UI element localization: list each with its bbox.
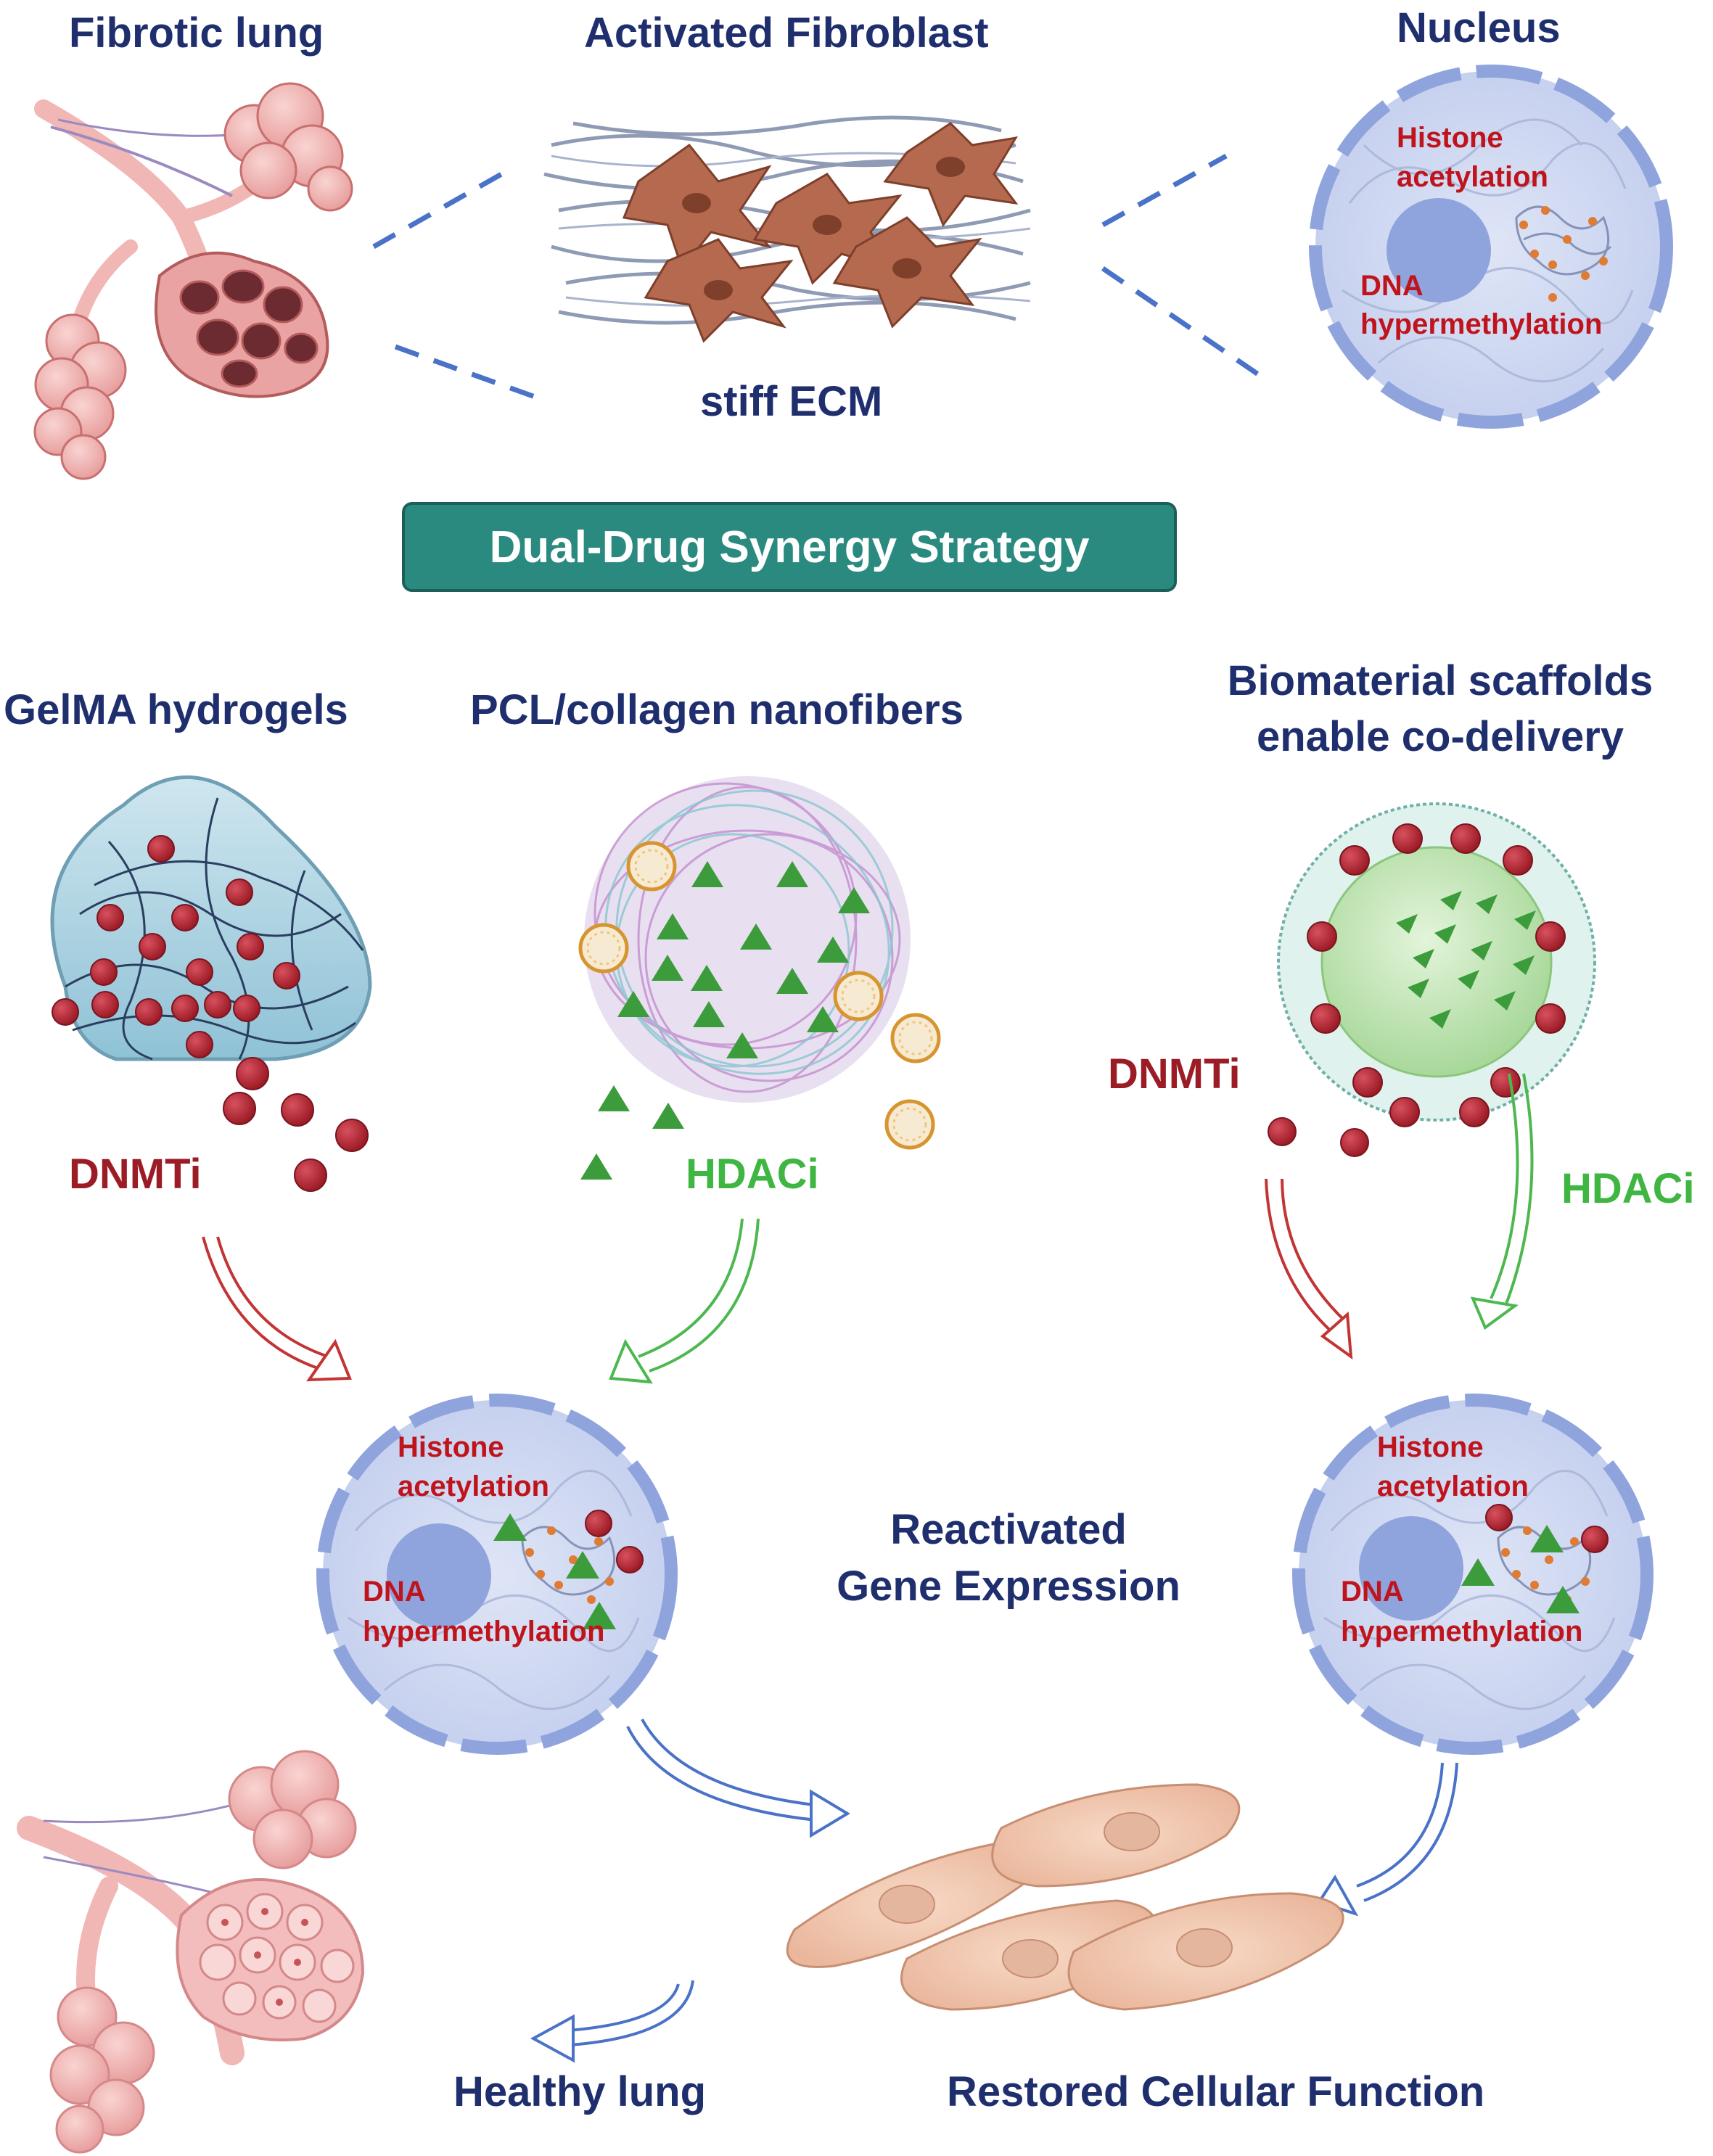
co-delivery-label: enable co-delivery — [1256, 713, 1624, 760]
strategy-banner-text: Dual-Drug Synergy Strategy — [489, 522, 1090, 572]
nucleus-left-histone-label: Histone — [398, 1431, 504, 1463]
restored-cellular-function-label: Restored Cellular Function — [947, 2068, 1485, 2115]
hdaci-label-left: HDACi — [686, 1151, 819, 1198]
nucleus-illustration-right — [1292, 1394, 1654, 1755]
nucleus-left-acetylation-label: acetylation — [398, 1470, 549, 1502]
dnmti-label-left: DNMTi — [69, 1151, 202, 1198]
reactivated-label: Reactivated — [890, 1506, 1127, 1553]
nucleus-illustration-top — [1309, 65, 1673, 429]
pcl-nanofibers-label: PCL/collagen nanofibers — [470, 686, 964, 733]
gelma-hydrogels-label: GelMA hydrogels — [4, 686, 348, 733]
nucleus-top-acetylation-label: acetylation — [1397, 161, 1548, 193]
zoom-connector-lines — [372, 153, 1264, 400]
gene-expression-label: Gene Expression — [837, 1563, 1180, 1610]
hdaci-label-right: HDACi — [1561, 1165, 1695, 1212]
stiff-ecm-label: stiff ECM — [700, 378, 883, 425]
fibrotic-lung-label: Fibrotic lung — [69, 9, 324, 57]
strategy-banner: Dual-Drug Synergy Strategy — [402, 502, 1177, 592]
nucleus-top-dna-label: DNA — [1360, 270, 1424, 302]
nucleus-top-hypermethylation-label: hypermethylation — [1360, 308, 1603, 340]
activated-fibroblast-illustration — [543, 115, 1031, 343]
fibrotic-lung-illustration — [33, 82, 353, 480]
healthy-lung-label: Healthy lung — [453, 2068, 707, 2115]
dnmti-label-right: DNMTi — [1108, 1050, 1241, 1098]
gelma-hydrogel-illustration — [50, 775, 372, 1192]
nucleus-right-acetylation-label: acetylation — [1377, 1470, 1529, 1502]
co-delivery-scaffold-illustration — [1268, 802, 1596, 1157]
nucleus-left-hypermethylation-label: hypermethylation — [363, 1616, 605, 1647]
healthy-lung-illustration — [17, 1750, 365, 2154]
nucleus-label: Nucleus — [1397, 4, 1561, 52]
delivery-arrows — [202, 1073, 1534, 1384]
biomaterial-scaffolds-label: Biomaterial scaffolds — [1227, 657, 1654, 704]
activated-fibroblast-label: Activated Fibroblast — [584, 9, 989, 57]
nucleus-left-dna-label: DNA — [363, 1576, 426, 1608]
nucleus-illustration-left — [316, 1394, 678, 1755]
pcl-nanofiber-illustration — [578, 776, 941, 1180]
nucleus-top-histone-label: Histone — [1397, 122, 1503, 154]
nucleus-right-histone-label: Histone — [1377, 1431, 1484, 1463]
restored-cells-illustration — [786, 1783, 1344, 2011]
nucleus-right-hypermethylation-label: hypermethylation — [1341, 1616, 1583, 1647]
nucleus-right-dna-label: DNA — [1341, 1576, 1404, 1608]
